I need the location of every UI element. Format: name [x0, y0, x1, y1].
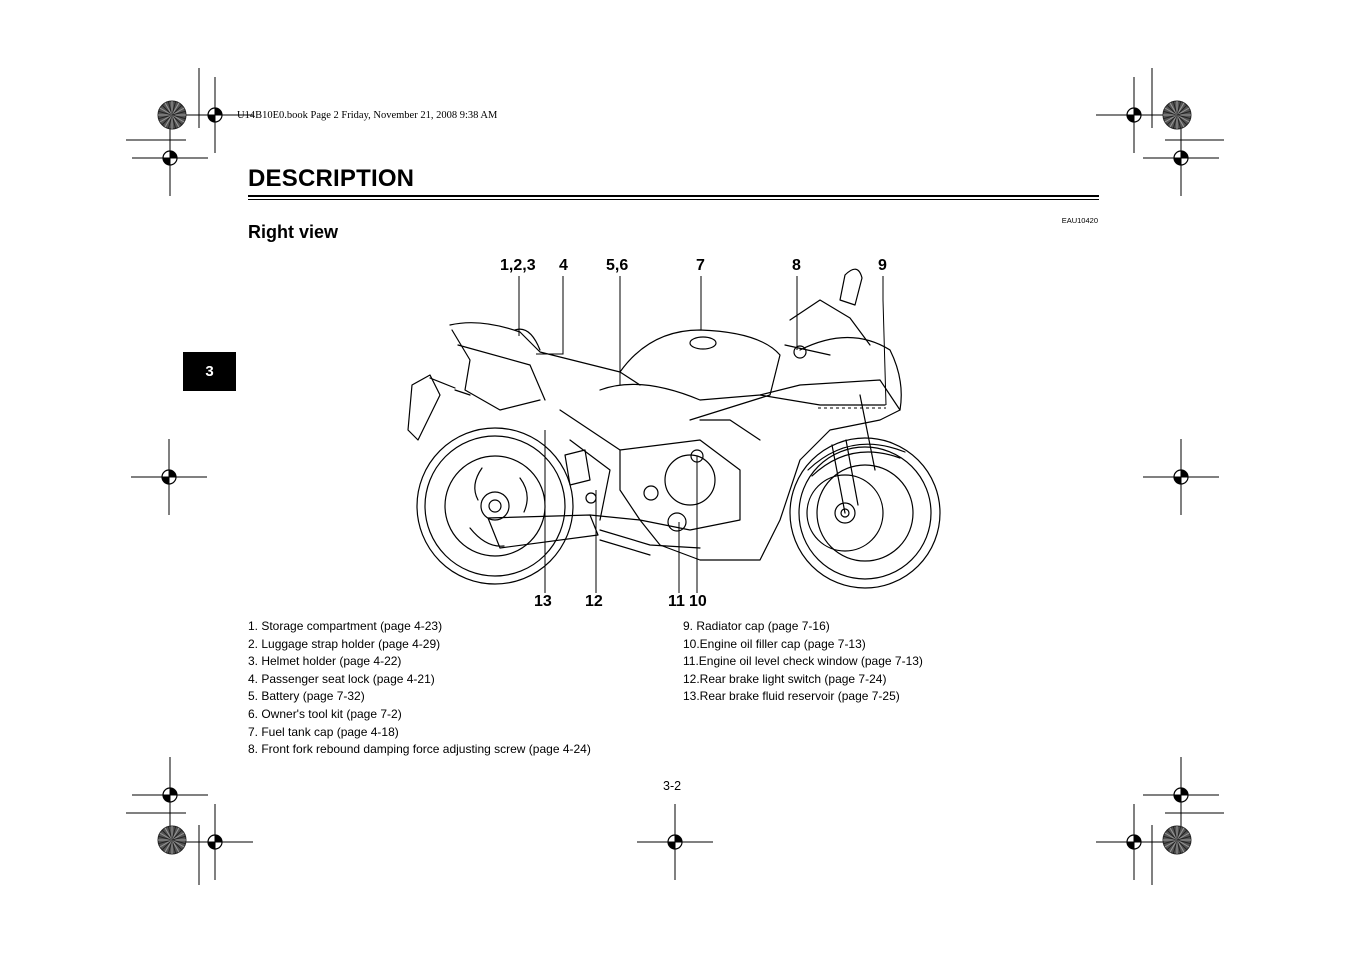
book-info-header: U14B10E0.book Page 2 Friday, November 21…	[237, 110, 498, 121]
registration-crosshair	[177, 804, 253, 880]
list-item: 11.Engine oil level check window (page 7…	[683, 654, 923, 669]
registration-crosshair	[132, 120, 208, 196]
callout-10: 10	[689, 593, 707, 610]
list-item: 2. Luggage strap holder (page 4-29)	[248, 636, 441, 651]
list-item: 6. Owner's tool kit (page 7-2)	[248, 706, 402, 721]
list-item: 13.Rear brake fluid reservoir (page 7-25…	[683, 689, 900, 704]
list-item: 9. Radiator cap (page 7-16)	[683, 619, 830, 633]
registration-crosshair	[132, 757, 208, 833]
list-item: 4. Passenger seat lock (page 4-21)	[248, 671, 435, 686]
list-item: 3. Helmet holder (page 4-22)	[248, 654, 402, 669]
list-item: 12.Rear brake light switch (page 7-24)	[683, 671, 887, 686]
registration-crosshair	[1143, 120, 1219, 196]
callout-13: 13	[534, 593, 552, 610]
registration-crosshair	[1096, 77, 1172, 153]
parts-list-left: 1. Storage compartment (page 4-23) 2. Lu…	[248, 618, 591, 759]
registration-crosshair	[131, 439, 207, 515]
parts-list-right: 9. Radiator cap (page 7-16) 10.Engine oi…	[683, 618, 923, 706]
registration-rosette	[1162, 825, 1192, 855]
callout-1-2-3: 1,2,3	[500, 257, 536, 274]
callout-7: 7	[696, 257, 705, 274]
callout-11: 11	[668, 593, 685, 610]
motorcycle-illustration	[407, 268, 941, 593]
document-code: EAU10420	[1061, 216, 1098, 225]
callout-5-6: 5,6	[606, 257, 629, 274]
list-item: 8. Front fork rebound damping force adju…	[248, 742, 591, 757]
registration-crosshair	[1143, 439, 1219, 515]
registration-rosette	[1162, 100, 1192, 130]
registration-crosshair	[637, 804, 713, 880]
callout-8: 8	[792, 257, 801, 274]
callout-9: 9	[878, 257, 887, 274]
list-item: 10.Engine oil filler cap (page 7-13)	[683, 636, 866, 651]
title-rule-thin	[248, 199, 1099, 200]
page-number: 3-2	[663, 779, 682, 793]
callout-4: 4	[559, 257, 568, 274]
registration-crosshair	[1143, 757, 1219, 833]
title-rule-thick	[248, 195, 1099, 197]
chapter-tab: 3	[183, 352, 236, 391]
list-item: 7. Fuel tank cap (page 4-18)	[248, 724, 399, 739]
registration-rosette	[157, 100, 187, 130]
registration-crosshair	[177, 77, 253, 153]
list-item: 1. Storage compartment (page 4-23)	[248, 619, 443, 633]
section-subtitle: Right view	[248, 222, 339, 242]
registration-rosette	[157, 825, 187, 855]
registration-crosshair	[1096, 804, 1172, 880]
page-title: DESCRIPTION	[248, 165, 415, 192]
callout-12: 12	[585, 593, 603, 610]
list-item: 5. Battery (page 7-32)	[248, 689, 365, 704]
